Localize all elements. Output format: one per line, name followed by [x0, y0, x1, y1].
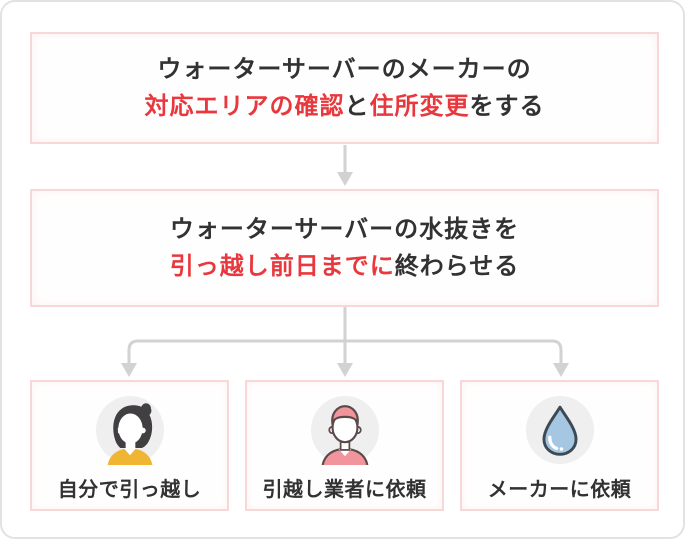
step1-line2: 対応エリアの確認と住所変更をする [145, 91, 545, 122]
branch-connector [121, 307, 569, 377]
step2-box: ウォーターサーバーの水抜きを 引っ越し前日までに終わらせる [30, 189, 659, 307]
branch-arrowhead-center [337, 363, 353, 377]
step1-highlight-2: 住所変更 [369, 93, 470, 120]
branch-arrowhead-right [553, 363, 569, 377]
option-maker: メーカーに依頼 [460, 380, 659, 511]
step1-plain-2: をする [469, 93, 545, 120]
step2-plain-1: 終わらせる [394, 253, 520, 280]
option-moving-company: 引越し業者に依頼 [245, 380, 444, 511]
option-label: 引越し業者に依頼 [262, 479, 427, 501]
option-label: 自分で引っ越し [57, 479, 202, 501]
step2-line2: 引っ越し前日までに終わらせる [170, 251, 520, 282]
step1-box: ウォーターサーバーのメーカーの 対応エリアの確認と住所変更をする [30, 32, 659, 144]
step1-highlight-1: 対応エリアの確認 [144, 93, 345, 120]
step2-highlight-1: 引っ越し前日までに [169, 253, 395, 280]
option-label: メーカーに依頼 [487, 479, 632, 501]
down-arrow-icon [337, 145, 353, 186]
woman-icon [95, 395, 164, 465]
mover-man-icon [310, 395, 379, 465]
step2-line1: ウォーターサーバーの水抜きを [169, 216, 520, 243]
branch-arrowhead-left [121, 363, 137, 377]
step1-plain-1: と [344, 93, 370, 120]
option-self-move: 自分で引っ越し [30, 380, 229, 511]
water-drop-icon [525, 395, 594, 465]
step1-line1: ウォーターサーバーのメーカーの [157, 56, 532, 83]
